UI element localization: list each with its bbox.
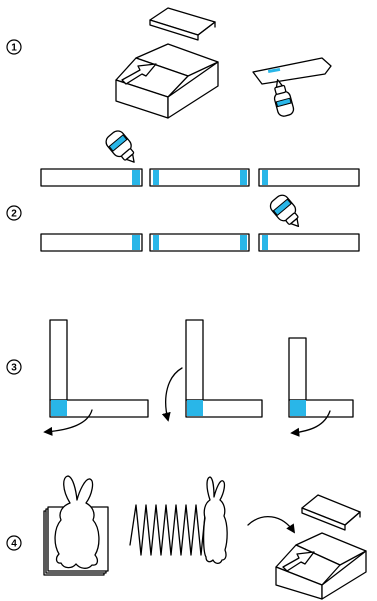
gift-box-icon [275, 494, 367, 600]
bunny-icon [202, 476, 228, 565]
svg-text:2: 2 [11, 209, 17, 220]
bunny-icon [54, 475, 100, 569]
strip-fold-l-1 [43, 319, 149, 436]
step-4: 4 [6, 475, 367, 600]
paper-strips-row-a [40, 168, 360, 187]
strip-fold-l-2 [161, 319, 263, 422]
step-1: 1 [6, 7, 332, 119]
step-2: 2 [6, 130, 360, 252]
glue-bottle-icon [269, 194, 300, 228]
accordion-spring-with-bunny [129, 476, 228, 565]
paper-strips-row-b [40, 233, 360, 252]
glue-strip-illustration [252, 57, 332, 117]
glue-bottle-icon [273, 79, 295, 117]
step-3: 3 [6, 319, 354, 437]
svg-text:4: 4 [11, 539, 17, 550]
step-number-2: 2 [6, 205, 22, 221]
svg-text:3: 3 [11, 363, 17, 374]
step-number-3: 3 [6, 359, 22, 375]
step-number-4: 4 [6, 535, 22, 551]
glue-bottle-icon [105, 130, 135, 163]
bunny-cutout-on-stack [43, 475, 109, 576]
svg-text:1: 1 [11, 43, 17, 54]
strip-fold-l-3 [288, 337, 354, 437]
curved-arrow-icon [247, 516, 296, 534]
gift-box-icon [115, 7, 219, 119]
step-number-1: 1 [6, 39, 22, 55]
